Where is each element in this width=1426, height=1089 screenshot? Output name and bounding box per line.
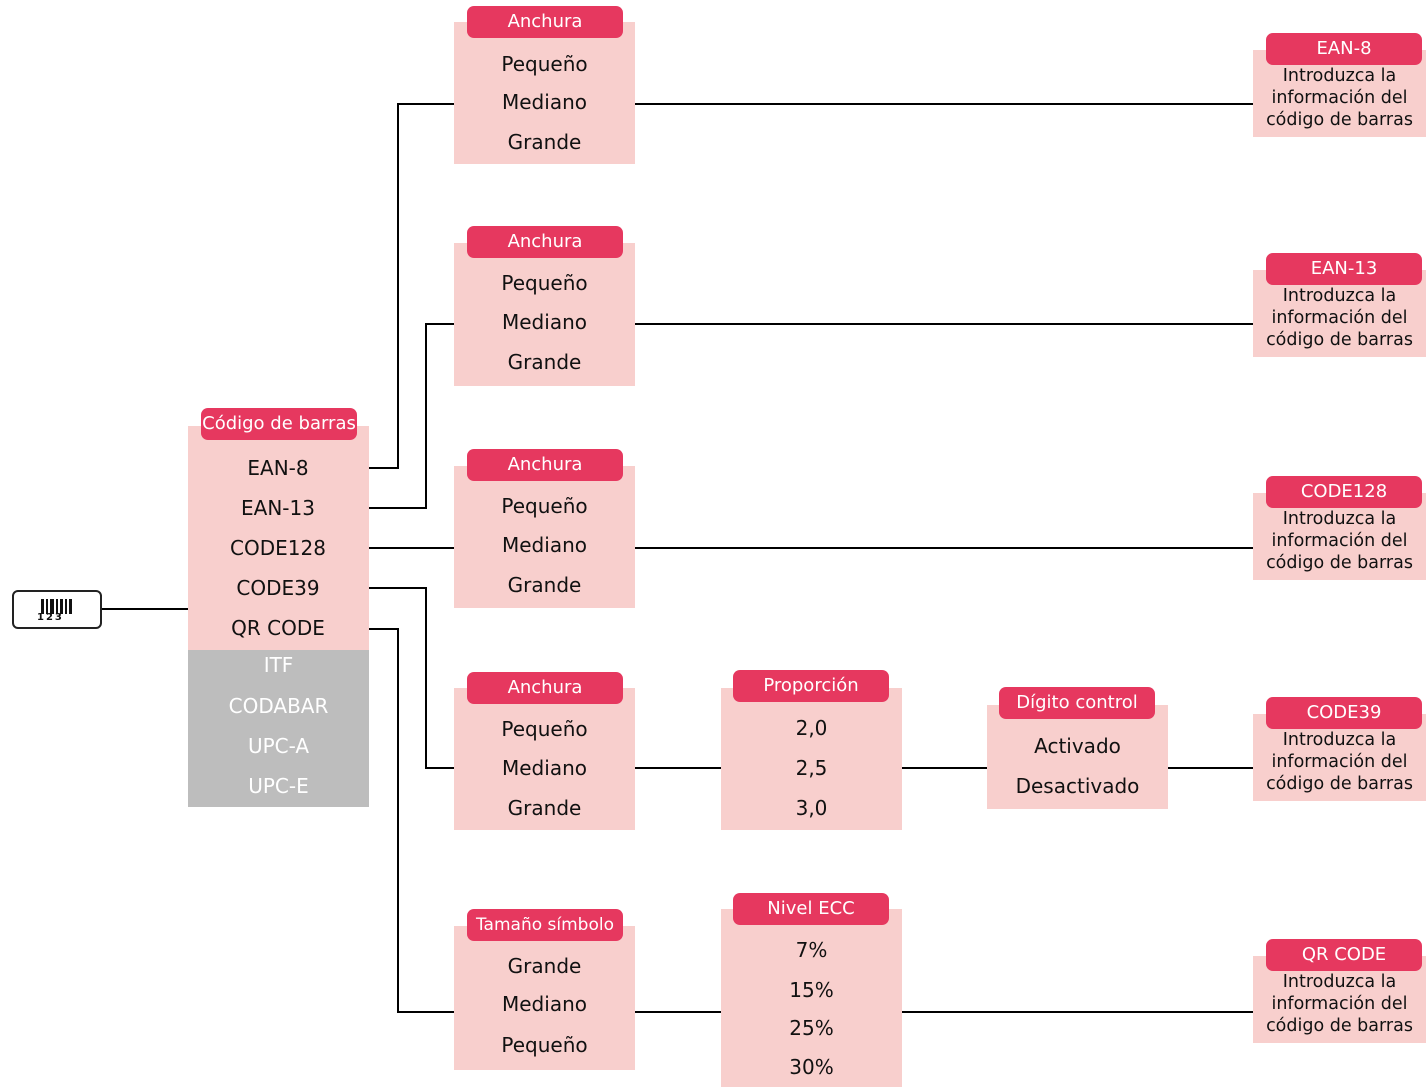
width-header-ean8: Anchura (467, 6, 623, 38)
width-option-medium[interactable]: Mediano (502, 310, 587, 334)
width-option-large[interactable]: Grande (507, 573, 582, 597)
dest-text-line: código de barras (1266, 330, 1413, 350)
dest-text-line: información del (1271, 308, 1408, 328)
dest-text-line: información del (1271, 88, 1408, 108)
barcode-menu-header: Código de barras (201, 408, 357, 440)
ratio-option-2-0[interactable]: 2,0 (795, 716, 828, 740)
width-box-code128: Pequeño Mediano Grande (454, 466, 635, 608)
ecc-box: 7% 15% 25% 30% (721, 909, 902, 1087)
menu-item-code39[interactable]: CODE39 (236, 576, 320, 600)
dest-text-line: información del (1271, 531, 1408, 551)
dest-header-code39: CODE39 (1266, 697, 1422, 729)
menu-item-codabar: CODABAR (228, 694, 329, 718)
menu-item-qrcode[interactable]: QR CODE (231, 616, 325, 640)
dest-text-line: Introduzca la (1282, 286, 1397, 306)
dest-text-line: código de barras (1266, 774, 1413, 794)
width-option-small[interactable]: Pequeño (501, 52, 588, 76)
barcode-disabled-menu: ITF CODABAR UPC-A UPC-E (188, 650, 369, 807)
barcode-bars-icon (41, 599, 72, 614)
dest-text-line: Introduzca la (1282, 66, 1397, 86)
width-option-large[interactable]: Grande (507, 350, 582, 374)
barcode-icon[interactable]: 123 (12, 590, 102, 629)
width-option-medium[interactable]: Mediano (502, 90, 587, 114)
menu-item-upca: UPC-A (247, 734, 310, 758)
check-digit-box: Activado Desactivado (987, 705, 1168, 809)
symbol-size-box: Grande Mediano Pequeño (454, 926, 635, 1070)
barcode-digits: 123 (37, 612, 64, 623)
dest-text-line: código de barras (1266, 553, 1413, 573)
menu-item-itf: ITF (263, 653, 294, 677)
width-box-ean8: Pequeño Mediano Grande (454, 22, 635, 164)
width-option-medium[interactable]: Mediano (502, 756, 587, 780)
menu-item-code128[interactable]: CODE128 (230, 536, 326, 560)
connector-qrcode (343, 628, 454, 1013)
menu-item-ean13[interactable]: EAN-13 (241, 496, 315, 520)
dest-header-ean8: EAN-8 (1266, 33, 1422, 65)
width-header-code128: Anchura (467, 449, 623, 481)
width-box-ean13: Pequeño Mediano Grande (454, 243, 635, 386)
dest-text-line: Introduzca la (1282, 972, 1397, 992)
connector-ean8 (343, 103, 454, 469)
dest-header-qrcode: QR CODE (1266, 939, 1422, 971)
width-option-small[interactable]: Pequeño (501, 717, 588, 741)
dest-text-line: código de barras (1266, 110, 1413, 130)
ratio-header: Proporción (733, 670, 889, 702)
dest-text-line: Introduzca la (1282, 509, 1397, 529)
ecc-header: Nivel ECC (733, 893, 889, 925)
barcode-type-menu: EAN-8 EAN-13 CODE128 CODE39 QR CODE (188, 426, 369, 650)
menu-item-ean8[interactable]: EAN-8 (247, 456, 309, 480)
connector-code39 (343, 587, 454, 769)
symbol-size-large[interactable]: Grande (507, 954, 582, 978)
ratio-box: 2,0 2,5 3,0 (721, 688, 902, 830)
width-box-code39: Pequeño Mediano Grande (454, 688, 635, 830)
ratio-option-2-5[interactable]: 2,5 (795, 756, 828, 780)
dest-text-line: información del (1271, 752, 1408, 772)
ecc-option-7[interactable]: 7% (795, 938, 828, 962)
width-option-small[interactable]: Pequeño (501, 494, 588, 518)
dest-header-ean13: EAN-13 (1266, 253, 1422, 285)
width-option-small[interactable]: Pequeño (501, 271, 588, 295)
width-option-large[interactable]: Grande (507, 130, 582, 154)
check-digit-header: Dígito control (999, 687, 1155, 719)
width-header-ean13: Anchura (467, 226, 623, 258)
ecc-option-15[interactable]: 15% (789, 978, 834, 1002)
dest-header-code128: CODE128 (1266, 476, 1422, 508)
symbol-size-header: Tamaño símbolo (467, 909, 623, 941)
symbol-size-small[interactable]: Pequeño (501, 1033, 588, 1057)
width-option-medium[interactable]: Mediano (502, 533, 587, 557)
width-header-code39: Anchura (467, 672, 623, 704)
check-digit-on[interactable]: Activado (1034, 734, 1121, 758)
ecc-option-30[interactable]: 30% (789, 1055, 834, 1079)
dest-text-line: información del (1271, 994, 1408, 1014)
ratio-option-3-0[interactable]: 3,0 (795, 796, 828, 820)
symbol-size-medium[interactable]: Mediano (502, 992, 587, 1016)
menu-item-upce: UPC-E (248, 774, 309, 798)
width-option-large[interactable]: Grande (507, 796, 582, 820)
ecc-option-25[interactable]: 25% (789, 1016, 834, 1040)
connector-ean13 (343, 323, 454, 509)
dest-text-line: Introduzca la (1282, 730, 1397, 750)
dest-box-code39: Introduzca la información del código de … (1253, 714, 1426, 801)
check-digit-off[interactable]: Desactivado (1015, 774, 1140, 798)
dest-text-line: código de barras (1266, 1016, 1413, 1036)
